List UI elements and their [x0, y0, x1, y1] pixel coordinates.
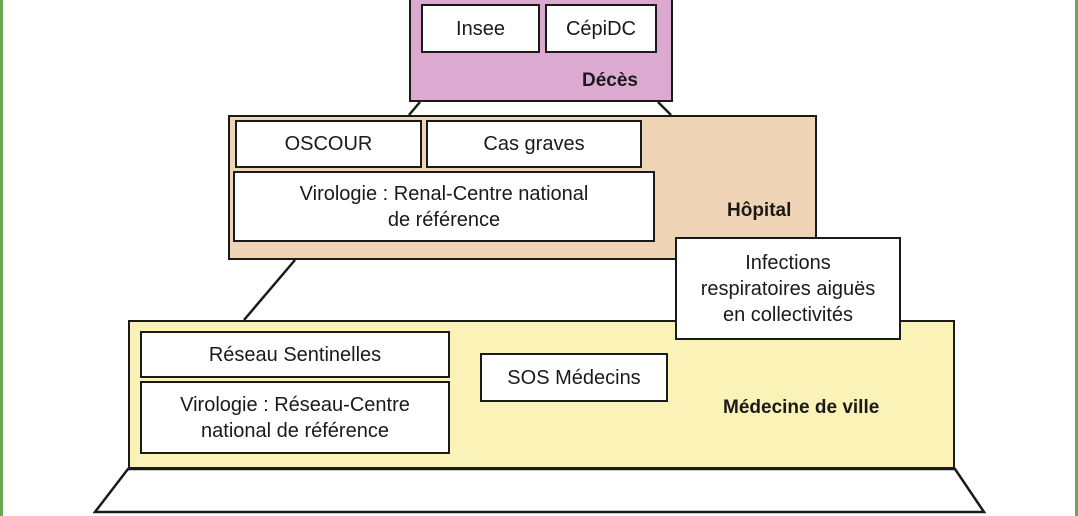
tier-hopital-label: Hôpital — [727, 200, 792, 221]
box-infections-collectivites: Infections respiratoires aiguës en colle… — [675, 237, 901, 340]
box-oscour-label: OSCOUR — [284, 133, 373, 155]
box-cas-graves: Cas graves — [426, 120, 642, 168]
tier-deces-label: Décès — [582, 70, 638, 91]
box-insee-label: Insee — [456, 17, 505, 40]
box-sos-medecins: SOS Médecins — [480, 353, 668, 402]
box-reseau-sentinelles: Réseau Sentinelles — [140, 331, 450, 378]
box-virologie-hopital-line1: Virologie : Renal-Centre national — [299, 182, 589, 205]
box-virologie-ville: Virologie : Réseau-Centre national de ré… — [140, 381, 450, 454]
tier-medecine-de-ville-label: Médecine de ville — [723, 397, 880, 418]
connector-hopital-left — [243, 259, 296, 321]
connector-deces-left — [408, 101, 421, 116]
frame-border-left — [0, 0, 3, 516]
box-virologie-ville-line2: national de référence — [201, 419, 389, 442]
box-reseau-sentinelles-label: Réseau Sentinelles — [208, 343, 382, 366]
box-virologie-hopital-line2: de référence — [387, 208, 501, 231]
frame-border-right — [1075, 0, 1078, 516]
pyramid-base — [92, 467, 987, 514]
box-insee: Insee — [421, 4, 540, 53]
box-cepidc-label: CépiDC — [565, 17, 637, 40]
box-infections-line2: respiratoires aiguës — [700, 277, 876, 300]
box-sos-medecins-label: SOS Médecins — [507, 366, 641, 389]
box-virologie-ville-line1: Virologie : Réseau-Centre — [180, 393, 410, 416]
box-cas-graves-label: Cas graves — [483, 133, 585, 155]
box-infections-line3: en collectivités — [722, 303, 854, 326]
box-virologie-hopital: Virologie : Renal-Centre national de réf… — [233, 171, 655, 242]
box-infections-line1: Infections — [745, 251, 831, 274]
connector-deces-right — [657, 101, 672, 116]
box-cepidc: CépiDC — [545, 4, 657, 53]
box-oscour: OSCOUR — [235, 120, 422, 168]
